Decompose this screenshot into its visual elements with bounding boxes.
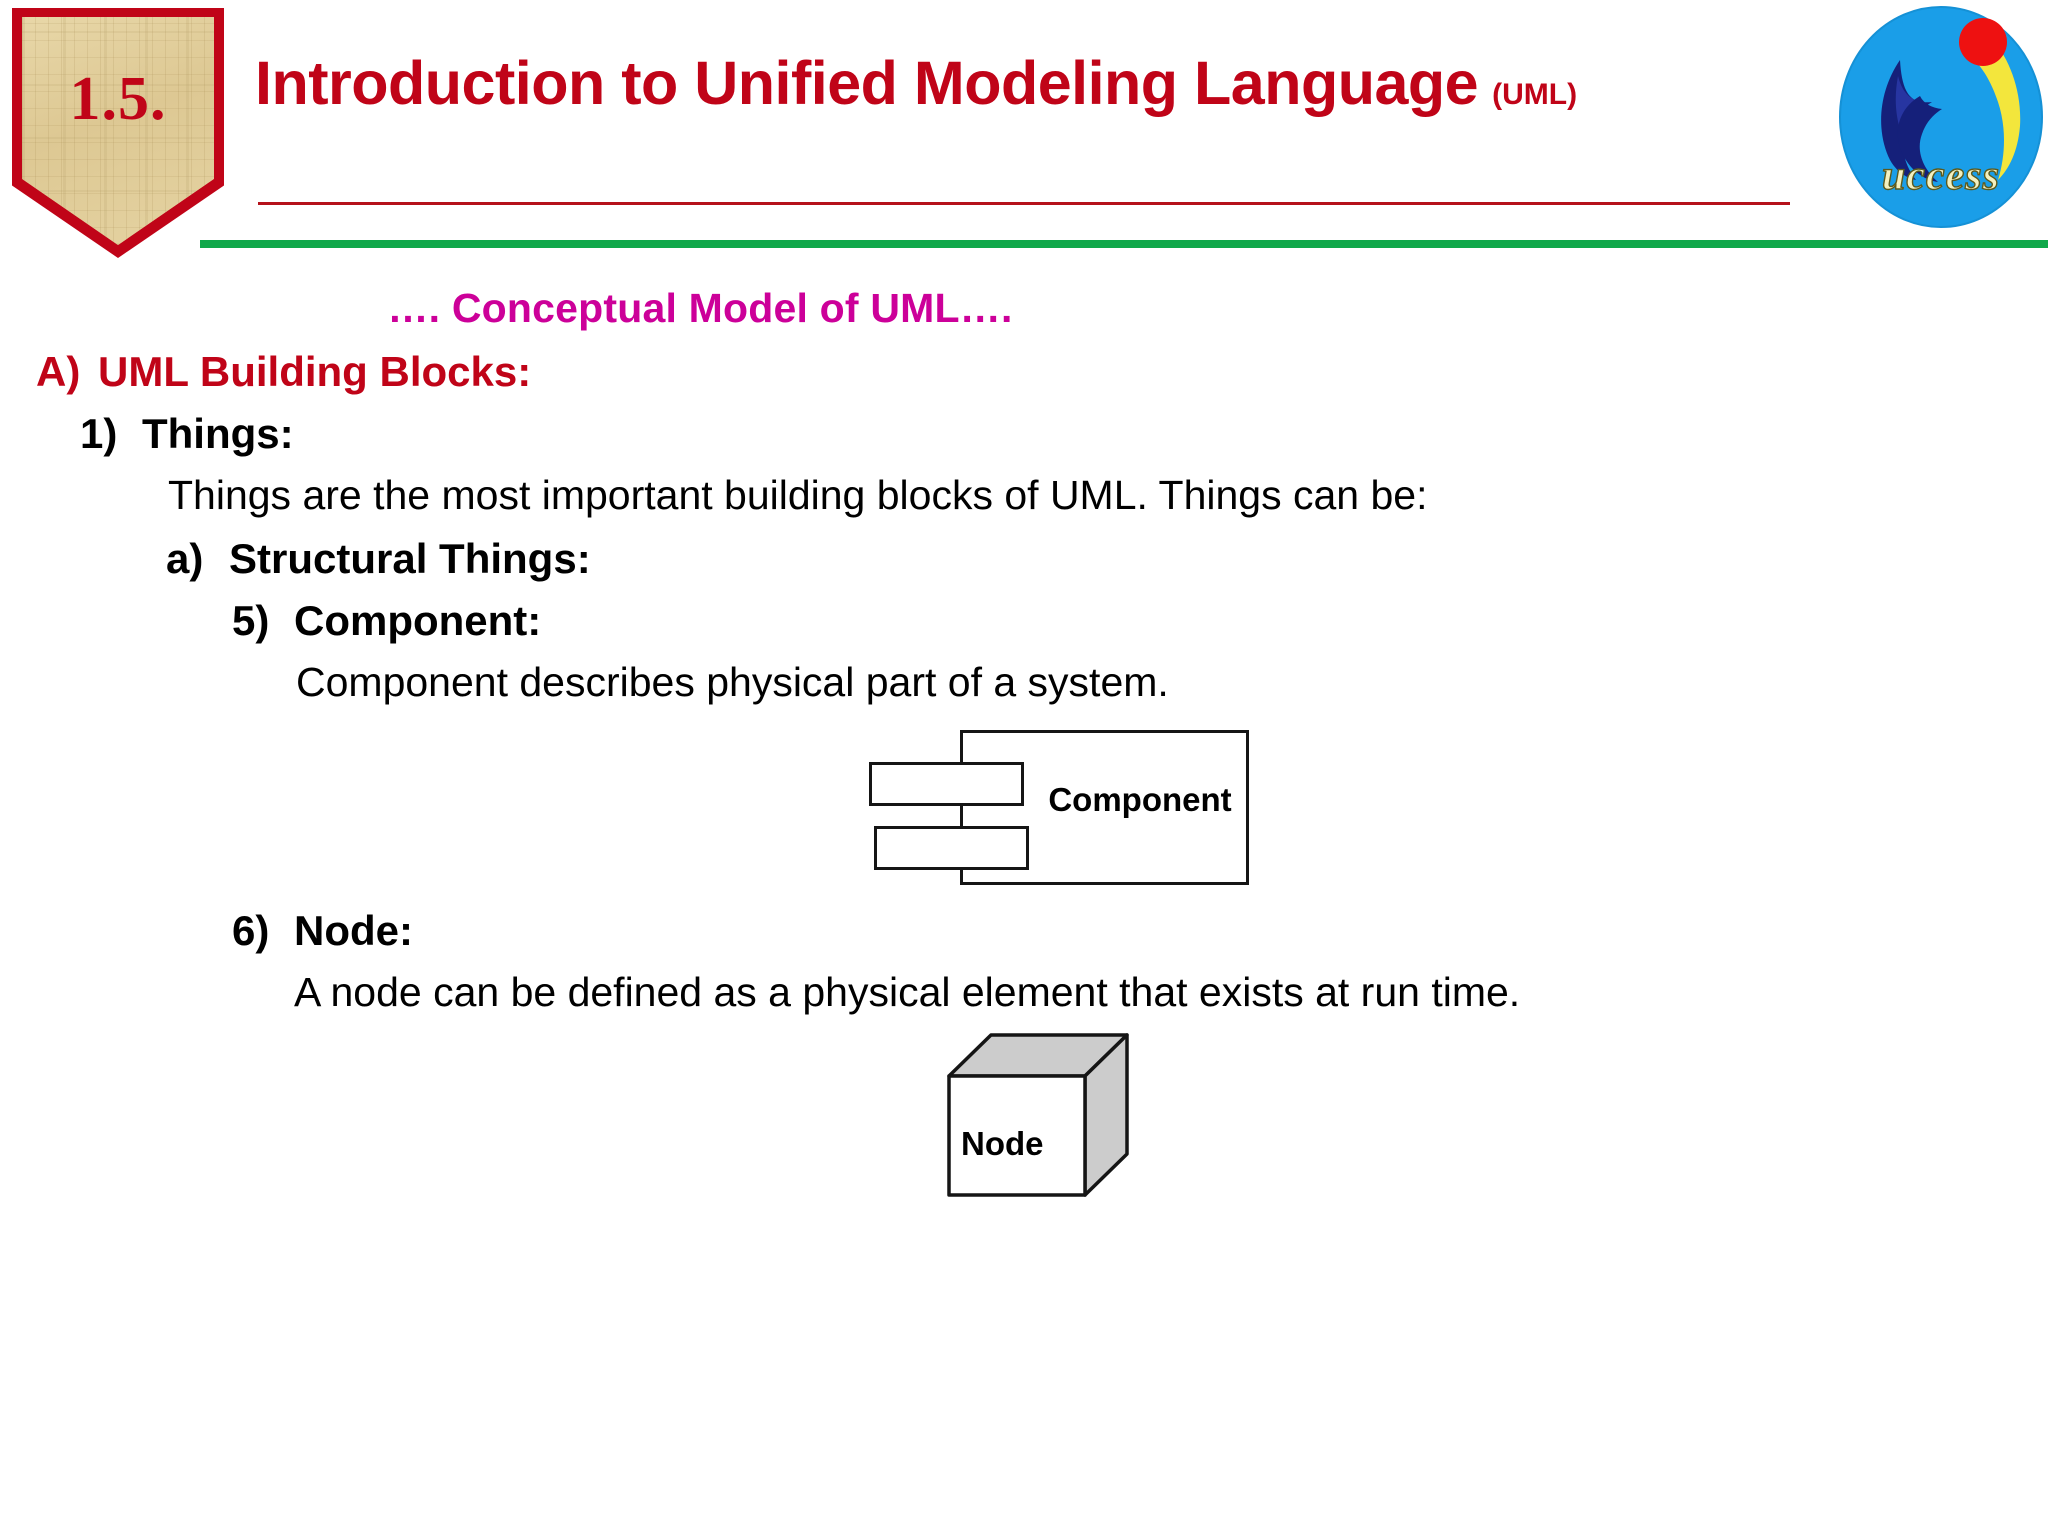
bullet-marker: A) <box>36 348 81 395</box>
component-diagram-label: Component <box>1048 781 1232 818</box>
section-number-badge: 1.5. <box>12 8 224 258</box>
bullet-uml-building-blocks: A) UML Building Blocks: <box>36 348 531 396</box>
section-number-text: 1.5. <box>69 65 167 133</box>
node-diagram-label: Node <box>961 1125 1044 1162</box>
bullet-things: 1) Things: <box>80 410 294 458</box>
page-title: Introduction to Unified Modeling Languag… <box>255 48 1577 118</box>
bullet-label: Things: <box>142 410 294 457</box>
node-cube-icon <box>947 1033 1129 1197</box>
bullet-node: 6) Node: <box>232 907 413 955</box>
slide-body: …. Conceptual Model of UML…. A) UML Build… <box>0 250 2048 1536</box>
uml-component-diagram: Component <box>860 730 1260 905</box>
uml-node-diagram: Node <box>945 1030 1135 1200</box>
bullet-label: Node: <box>294 907 413 954</box>
paragraph-node: A node can be defined as a physical elem… <box>294 969 1521 1015</box>
component-tab-lower <box>874 826 1029 870</box>
bullet-label: Component: <box>294 597 542 644</box>
bullet-marker: a) <box>166 535 204 582</box>
bullet-marker: 5) <box>232 597 270 644</box>
paragraph-things: Things are the most important building b… <box>168 472 1428 518</box>
page-title-main: Introduction to Unified Modeling Languag… <box>255 49 1479 117</box>
header-divider-green <box>200 240 2048 248</box>
brand-logo: uccess <box>1838 4 2044 236</box>
logo-wordmark: uccess <box>1882 153 2000 199</box>
component-tab-upper <box>869 762 1024 806</box>
success-logo-icon: uccess <box>1839 6 2043 228</box>
bullet-label: UML Building Blocks: <box>98 348 532 395</box>
section-subtitle: …. Conceptual Model of UML…. <box>387 285 1013 331</box>
bullet-label: Structural Things: <box>229 535 591 582</box>
bullet-marker: 6) <box>232 907 270 954</box>
bullet-component: 5) Component: <box>232 597 541 645</box>
paragraph-component: Component describes physical part of a s… <box>296 659 1169 705</box>
slide-header: 1.5. Introduction to Unified Modeling La… <box>0 0 2048 258</box>
page-title-acronym: (UML) <box>1492 78 1578 111</box>
bullet-marker: 1) <box>80 410 118 457</box>
header-divider-red <box>258 202 1790 205</box>
bullet-structural-things: a) Structural Things: <box>166 535 591 583</box>
